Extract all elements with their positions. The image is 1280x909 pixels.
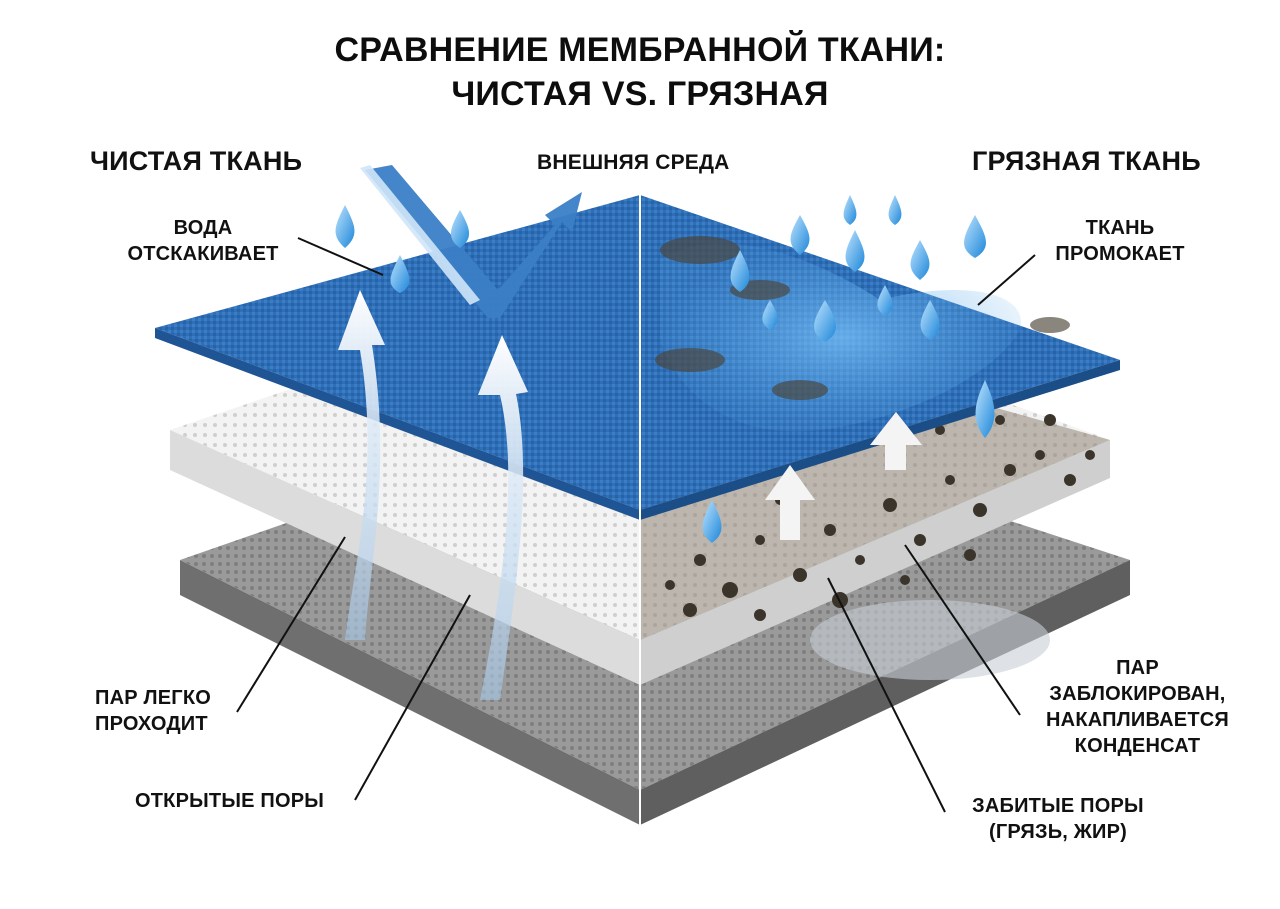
callout-water-bounces-line2: ОТСКАКИВАЕТ xyxy=(127,243,279,265)
bounce-arrow-icon xyxy=(360,165,582,318)
callout-fabric-soaks-line1: ТКАНЬ xyxy=(1085,217,1155,239)
heading-dirty-fabric: ГРЯЗНАЯ ТКАНЬ xyxy=(972,146,1201,176)
callout-vapor-blocked: ПАР ЗАБЛОКИРОВАН, НАКАПЛИВАЕТСЯ КОНДЕНСА… xyxy=(1030,655,1245,759)
callout-water-bounces-line1: ВОДА xyxy=(173,217,233,239)
callout-lines xyxy=(236,237,1036,813)
page-title: СРАВНЕНИЕ МЕМБРАННОЙ ТКАНИ: ЧИСТАЯ vs. Г… xyxy=(0,28,1280,116)
vapor-blocked-arrow-icon xyxy=(765,412,922,540)
page-title-line1: СРАВНЕНИЕ МЕМБРАННОЙ ТКАНИ: xyxy=(334,31,946,69)
page-title-line2: ЧИСТАЯ vs. ГРЯЗНАЯ xyxy=(451,75,829,113)
callout-open-pores: ОТКРЫТЫЕ ПОРЫ xyxy=(135,788,324,814)
callout-vapor-blocked-line4: КОНДЕНСАТ xyxy=(1074,735,1201,757)
callout-water-bounces: ВОДА ОТСКАКИВАЕТ xyxy=(118,215,288,267)
callout-clogged-pores-line1: ЗАБИТЫЕ ПОРЫ xyxy=(972,795,1144,817)
callout-fabric-soaks: ТКАНЬ ПРОМОКАЕТ xyxy=(1040,215,1200,267)
callout-open-pores-line1: ОТКРЫТЫЕ ПОРЫ xyxy=(135,790,325,812)
heading-clean-fabric: ЧИСТАЯ ТКАНЬ xyxy=(90,146,303,176)
water-drop-icon xyxy=(335,195,995,543)
heading-environment: ВНЕШНЯЯ СРЕДА xyxy=(537,151,730,174)
callout-vapor-blocked-line2: ЗАБЛОКИРОВАН, xyxy=(1049,683,1226,705)
callout-fabric-soaks-line2: ПРОМОКАЕТ xyxy=(1055,243,1185,265)
vapor-up-arrow-icon xyxy=(338,290,528,700)
callout-clogged-pores: ЗАБИТЫЕ ПОРЫ (ГРЯЗЬ, ЖИР) xyxy=(958,793,1158,845)
callout-vapor-passes-line2: ПРОХОДИТ xyxy=(95,713,208,735)
callout-vapor-passes-line1: ПАР ЛЕГКО xyxy=(95,687,211,709)
wet-dirty-patch xyxy=(655,236,1070,432)
callout-vapor-passes: ПАР ЛЕГКО ПРОХОДИТ xyxy=(95,685,235,737)
callout-vapor-blocked-line1: ПАР xyxy=(1116,657,1159,679)
callout-clogged-pores-line2: (ГРЯЗЬ, ЖИР) xyxy=(988,821,1128,843)
callout-vapor-blocked-line3: НАКАПЛИВАЕТСЯ xyxy=(1046,709,1229,731)
